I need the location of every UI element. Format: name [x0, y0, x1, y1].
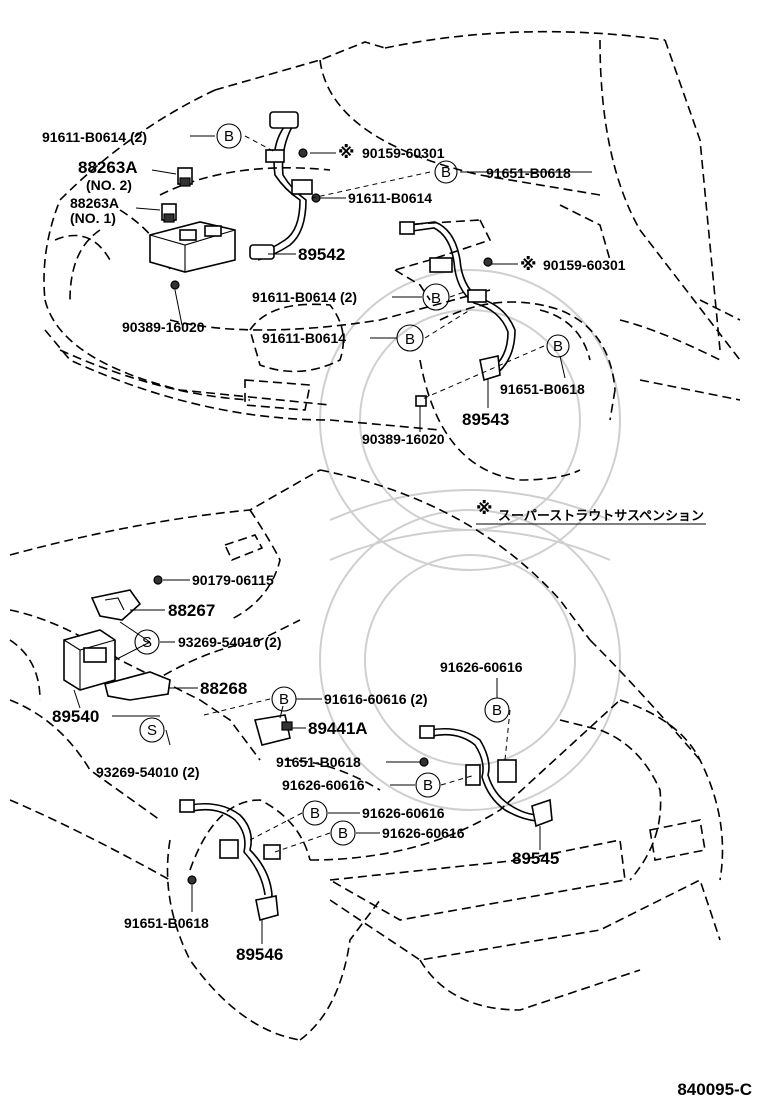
bottom-badge-12 — [330, 820, 356, 846]
top-badge-0-text: B — [224, 128, 234, 145]
top-leaders — [135, 135, 592, 432]
bottom-label-6: 89441A — [308, 719, 368, 738]
top-label-9: 90159-60301 — [543, 257, 626, 273]
bottom-badge-11 — [302, 800, 328, 826]
bottom-leaders — [73, 579, 541, 944]
top-badge-6-text: B — [441, 164, 451, 181]
diagram-code: 840095-C — [677, 1080, 752, 1099]
bottom-badge-5-text: B — [279, 691, 289, 708]
top-label-1: 88263A — [78, 158, 138, 177]
bottom-badge-12-text: B — [338, 825, 348, 842]
bottom-label-14: 91651-B0618 — [124, 915, 209, 931]
top-badge-12 — [396, 324, 424, 352]
top-label-5: 90159-60301 — [362, 145, 445, 161]
bottom-car-outline — [9, 469, 724, 1041]
bottom-parts — [63, 575, 553, 922]
bottom-label-13: 89545 — [512, 849, 559, 868]
bottom-badge-2 — [134, 629, 160, 655]
top-badge-13-text: B — [553, 338, 563, 355]
bottom-label-7: 93269-54010 (2) — [96, 764, 200, 780]
top-car-outline — [43, 30, 741, 481]
bottom-label-12: 91626-60616 — [382, 825, 465, 841]
bottom-label-4: 89540 — [52, 707, 99, 726]
bottom-label-8: 91626-60616 — [440, 659, 523, 675]
bottom-label-10: 91626-60616 — [282, 777, 365, 793]
bottom-label-0: 90179-06115 — [192, 572, 274, 588]
bottom-label-9: 91651-B0618 — [276, 754, 361, 770]
bottom-label-5: 91616-60616 (2) — [324, 691, 428, 707]
top-badge-10 — [422, 283, 450, 311]
bottom-label-3: 88268 — [200, 679, 247, 698]
top-badge-13 — [546, 334, 570, 358]
top-label-6: 91651-B0618 — [486, 165, 571, 181]
top-label-7: 91611-B0614 — [348, 190, 432, 206]
top-badge-6 — [434, 160, 458, 184]
bottom-badge-8-text: B — [492, 702, 502, 719]
top-label-3: 88263A — [70, 195, 119, 211]
note-mark: ※ — [476, 499, 493, 518]
top-label-12: 91611-B0614 — [262, 330, 346, 346]
note: ※ スーパーストラウトサスペンション — [476, 499, 706, 525]
top-badge-0 — [216, 123, 242, 149]
top-labels: 91611-B0614 (2) B 88263A (NO. 2) 88263A … — [42, 123, 626, 447]
top-label-15: 90389-16020 — [362, 431, 445, 447]
top-label-14: 89543 — [462, 410, 509, 429]
bottom-label-11: 91626-60616 — [362, 805, 445, 821]
top-label-11: 90389-16020 — [122, 319, 205, 335]
bottom-labels: 90179-06115 88267 S 93269-54010 (2) 8826… — [52, 572, 559, 964]
top-mark-9: ※ — [520, 255, 537, 274]
top-label-8: 89542 — [298, 245, 345, 264]
bottom-badge-7-text: S — [147, 722, 157, 739]
bottom-badge-5 — [271, 686, 297, 712]
bottom-badge-8 — [484, 697, 510, 723]
top-label-13: 91651-B0618 — [500, 381, 585, 397]
top-parts — [149, 111, 516, 407]
top-label-0: 91611-B0614 (2) — [42, 129, 147, 145]
top-badge-10-text: B — [431, 290, 441, 307]
bottom-label-2: 93269-54010 (2) — [178, 634, 282, 650]
top-badge-12-text: B — [405, 331, 415, 348]
bottom-label-1: 88267 — [168, 601, 215, 620]
bottom-badge-2-text: S — [142, 634, 152, 651]
bottom-label-15: 89546 — [236, 945, 283, 964]
bottom-badge-10 — [415, 772, 441, 798]
note-text: スーパーストラウトサスペンション — [498, 508, 704, 523]
bottom-badge-7 — [139, 717, 165, 743]
top-mark-5: ※ — [338, 143, 355, 162]
bottom-badge-10-text: B — [423, 777, 433, 794]
top-label-10: 91611-B0614 (2) — [252, 289, 357, 305]
top-label-4: (NO. 1) — [70, 210, 116, 226]
bottom-badge-11-text: B — [310, 805, 320, 822]
top-label-2: (NO. 2) — [86, 177, 132, 193]
